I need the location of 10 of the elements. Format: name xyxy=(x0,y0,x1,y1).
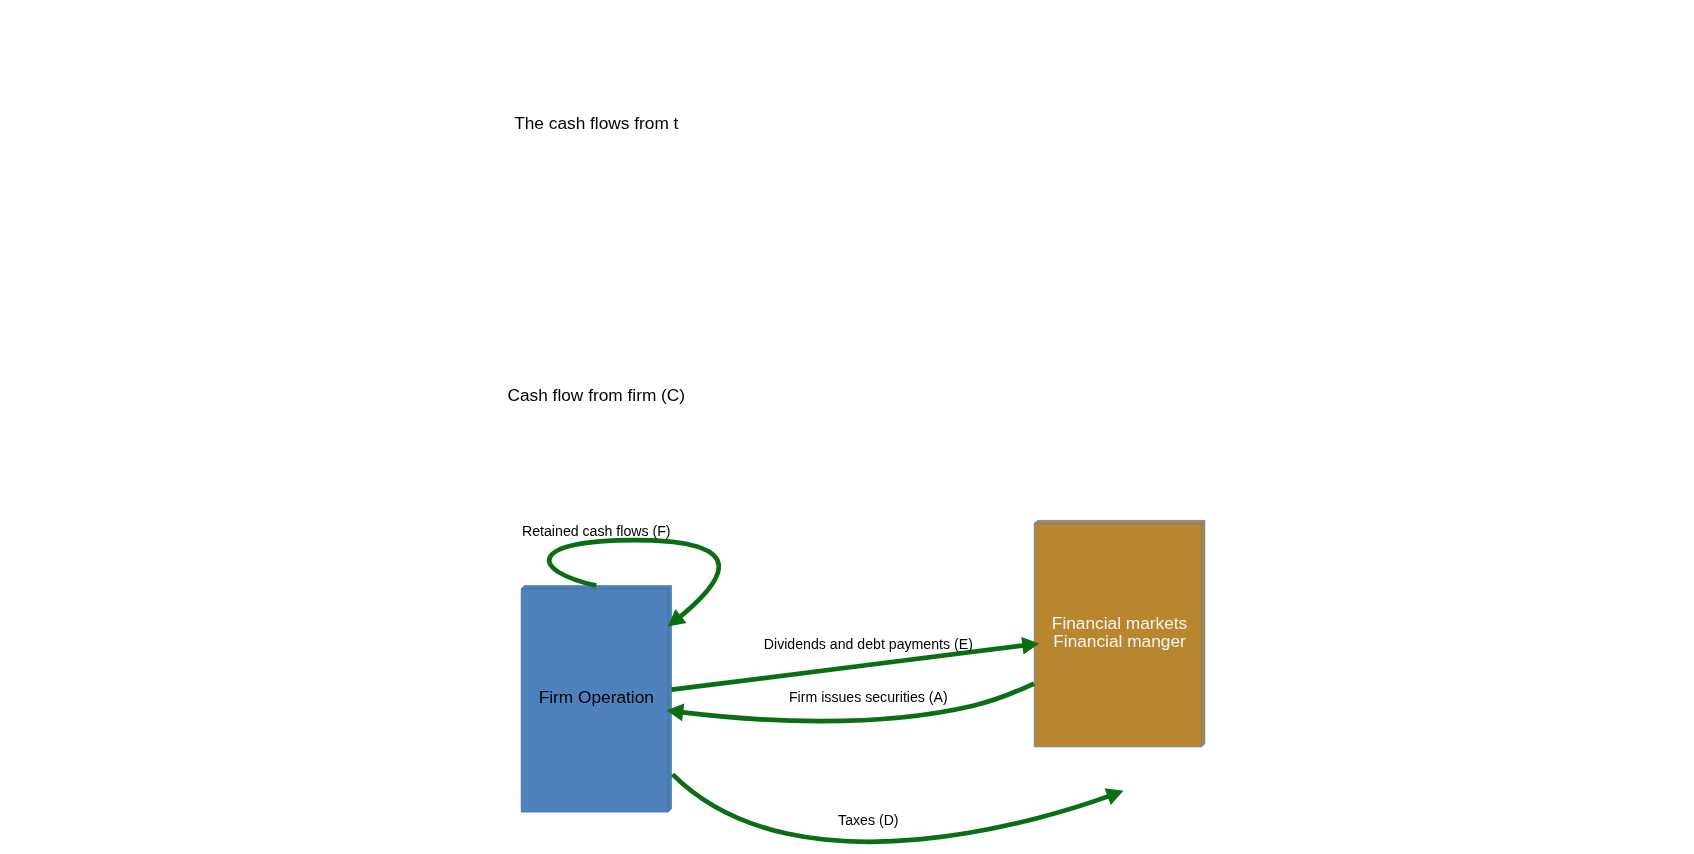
label: Cash flow from firm (C) xyxy=(506,385,685,406)
edge-label: Taxes (D) xyxy=(837,812,899,828)
label: The cash flows from t xyxy=(513,113,678,134)
arrow xyxy=(546,537,721,627)
arrow xyxy=(670,636,1039,692)
edge-label: Dividends and debt payments (E) xyxy=(763,635,973,652)
arrow xyxy=(665,681,1035,724)
edge-label: Retained cash flows (F) xyxy=(521,522,671,539)
arrow xyxy=(670,772,1123,845)
edge-label: Firm issues securities (A) xyxy=(788,688,948,705)
